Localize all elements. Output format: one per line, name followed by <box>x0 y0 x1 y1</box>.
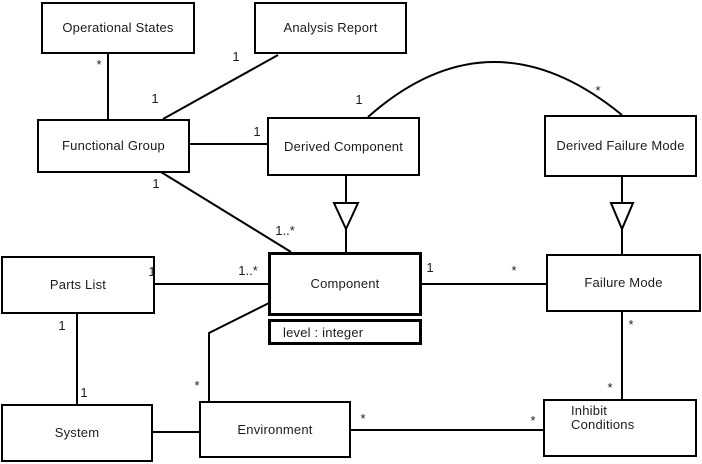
class-box-inhibit-conditions: Inhibit Conditions <box>543 399 697 457</box>
class-title-derived-failure-mode: Derived Failure Mode <box>556 138 685 153</box>
class-attribute: level : integer <box>283 324 364 340</box>
generalization-arrowhead-icon <box>332 202 360 232</box>
class-title-analysis-report: Analysis Report <box>283 20 378 35</box>
class-box-system: System <box>1 404 153 462</box>
multiplicity-label: * <box>96 57 102 72</box>
multiplicity-label: 1 <box>355 92 363 107</box>
multiplicity-label: 1 <box>253 124 261 139</box>
class-title-parts-list: Parts List <box>49 277 107 292</box>
multiplicity-label: * <box>194 378 200 393</box>
class-title-inhibit-conditions: Inhibit Conditions <box>571 403 635 432</box>
multiplicity-label: * <box>628 317 634 332</box>
multiplicity-label: 1 <box>148 264 156 279</box>
multiplicity-label: * <box>595 83 601 98</box>
class-box-functional-group: Functional Group <box>37 119 190 173</box>
multiplicity-label: * <box>511 263 517 278</box>
class-title-system: System <box>54 425 100 440</box>
class-title-environment: Environment <box>237 421 313 437</box>
class-title-component: Component <box>310 276 380 291</box>
multiplicity-label: 1 <box>426 260 434 275</box>
class-box-failure-mode: Failure Mode <box>546 254 701 312</box>
class-box-operational-states: Operational States <box>41 2 195 54</box>
class-box-environment: Environment <box>199 401 351 458</box>
multiplicity-label: * <box>360 411 366 426</box>
association-derived-component-derived-failure-mode <box>367 61 623 118</box>
association-analysis-report-functional-group <box>162 54 279 120</box>
class-box-derived-failure-mode: Derived Failure Mode <box>544 115 697 177</box>
class-box-component: Component <box>268 252 422 316</box>
class-title-operational-states: Operational States <box>62 20 174 35</box>
multiplicity-label: 1 <box>80 385 88 400</box>
class-box-analysis-report: Analysis Report <box>254 2 407 54</box>
class-title-functional-group: Functional Group <box>62 138 165 153</box>
multiplicity-label: 1 <box>232 49 240 64</box>
class-box-parts-list: Parts List <box>1 256 155 314</box>
class-title-derived-component: Derived Component <box>283 138 404 154</box>
multiplicity-label: 1 <box>58 318 66 333</box>
class-attributes-component: level : integer <box>268 319 422 345</box>
generalization-arrowhead-icon <box>609 202 635 232</box>
multiplicity-label: * <box>607 380 613 395</box>
multiplicity-label: 1..* <box>238 263 258 278</box>
class-box-derived-component: Derived Component <box>267 117 420 176</box>
multiplicity-label: 1 <box>151 91 159 106</box>
multiplicity-label: 1 <box>152 176 160 191</box>
association-functional-group-component <box>160 171 292 253</box>
multiplicity-label: * <box>530 413 536 428</box>
multiplicity-label: 1..* <box>275 223 295 238</box>
class-title-failure-mode: Failure Mode <box>584 275 663 290</box>
association-component-environment <box>208 302 270 401</box>
